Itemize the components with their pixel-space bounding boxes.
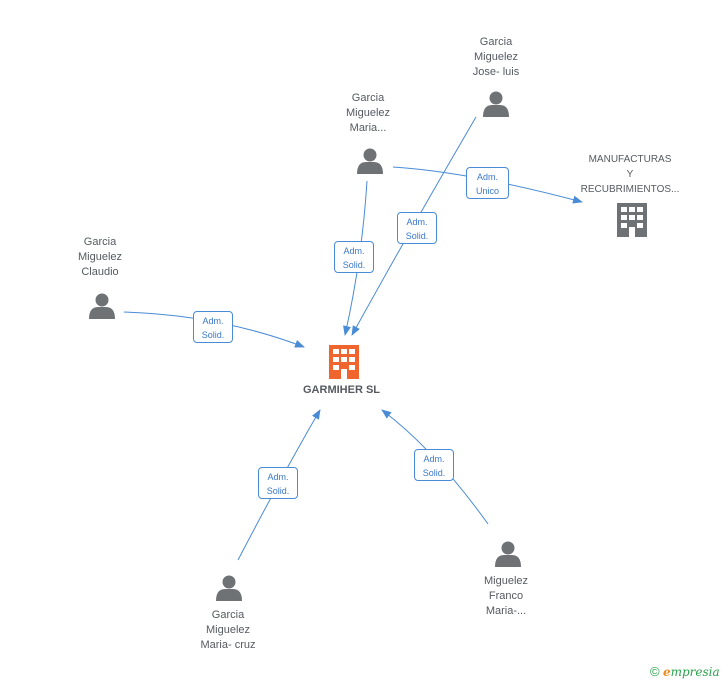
role-badge-maria-company: Adm. Unico: [466, 167, 509, 199]
brand-logo: © empresia: [650, 664, 720, 679]
person-label-claudio[interactable]: Garcia Miguelez Claudio: [77, 236, 123, 278]
center-building-icon[interactable]: [329, 345, 359, 379]
person-label-jose[interactable]: Garcia Miguelez Jose- luis: [472, 36, 520, 78]
person-icon[interactable]: [216, 575, 242, 602]
person-label-maria[interactable]: Garcia Miguelez Maria...: [345, 92, 391, 134]
role-badge-claudio-center: Adm. Solid.: [193, 311, 233, 343]
copyright-symbol: ©: [650, 664, 660, 679]
role-badge-maria-center: Adm. Solid.: [334, 241, 374, 273]
role-badge-franco-center: Adm. Solid.: [414, 449, 454, 481]
company-label[interactable]: MANUFACTURAS Y RECUBRIMIENTOS...: [580, 154, 680, 195]
center-company-label[interactable]: GARMIHER SL: [303, 384, 380, 396]
person-label-franco[interactable]: Miguelez Franco Maria-...: [483, 575, 529, 617]
brand-name: empresia: [662, 665, 720, 679]
building-icon[interactable]: [617, 203, 647, 237]
person-icon[interactable]: [483, 91, 509, 118]
person-icon[interactable]: [495, 541, 521, 568]
person-icon[interactable]: [89, 293, 115, 320]
person-icon[interactable]: [357, 148, 383, 175]
role-badge-mariacruz-center: Adm. Solid.: [258, 467, 298, 499]
person-label-mariacruz[interactable]: Garcia Miguelez Maria- cruz: [200, 609, 256, 651]
role-badge-jose-center: Adm. Solid.: [397, 212, 437, 244]
